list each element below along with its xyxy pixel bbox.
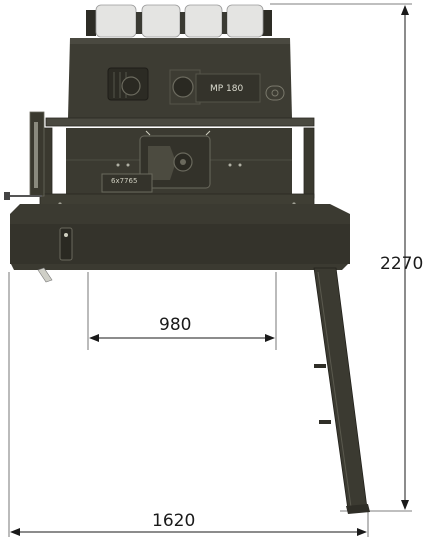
upper-housing: MP 180 [68,38,292,118]
frame [41,117,315,199]
roll-3 [184,4,223,38]
model-plate [195,73,261,103]
middle-box: 6x7765 [66,128,292,194]
rolls [86,4,272,38]
dimension-height: 2270 [380,5,423,510]
inner-width-label: 980 [159,315,191,335]
plate-label: 6x7765 [111,177,137,185]
dimension-inner-width: 980 [89,315,275,342]
roll-2 [141,4,181,38]
roll-1 [95,4,137,38]
base [10,193,350,270]
dimension-total-width: 1620 [10,511,367,536]
support-leg [313,267,370,514]
base-handle [59,227,73,261]
total-width-label: 1620 [152,511,195,531]
model-label: MP 180 [210,84,244,94]
id-plate [101,173,153,193]
roll-4 [226,4,264,38]
height-label: 2270 [380,254,423,274]
left-side [4,111,53,283]
